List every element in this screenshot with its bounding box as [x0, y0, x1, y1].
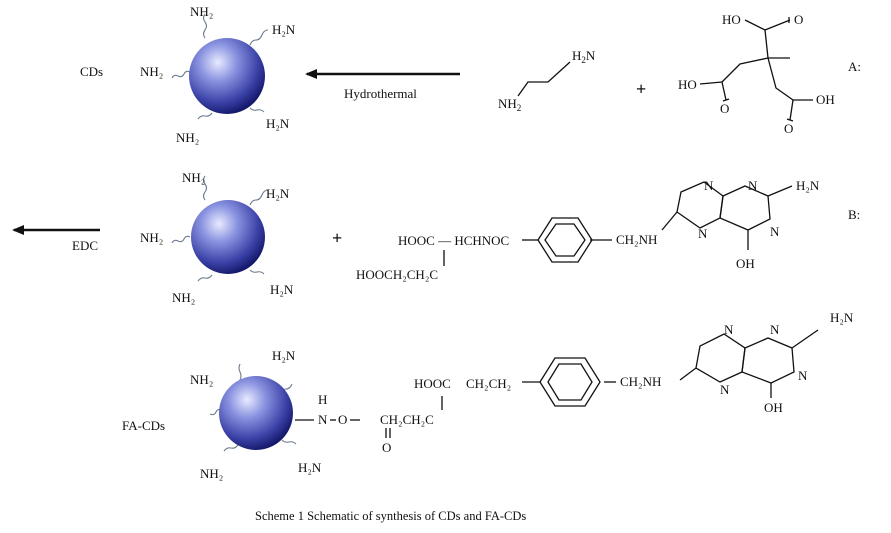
sphere-b-nh2-left: NH₂	[140, 230, 163, 245]
pteridine-c-oh: OH	[764, 400, 783, 415]
row-b-plus: +	[332, 228, 342, 248]
sphere-a-h2n-right: H₂N	[272, 22, 296, 37]
cds-sphere-a: NH₂ H₂N NH₂ NH₂ H₂N	[140, 4, 296, 145]
citric-cooh-right-o: O	[784, 121, 793, 136]
row-a: A: HO O HO O OH O + H2N NH2 Hydrothermal	[80, 4, 861, 145]
pteridine-b-n3: N	[698, 226, 708, 241]
pteridine-b: N N N N H₂N OH	[661, 178, 820, 271]
citric-cooh-top-o: O	[794, 12, 803, 27]
cds-sphere-b-core	[191, 200, 265, 274]
folic-b-link: CH₂NH	[616, 232, 657, 247]
conj-nh: N	[318, 412, 328, 427]
pteridine-c-nh2: H₂N	[830, 310, 854, 325]
cds-sphere-a-core	[189, 38, 265, 114]
fa-cds-label: FA-CDs	[122, 418, 165, 433]
sphere-b-h2n-bottom: H₂N	[270, 282, 294, 297]
conj-chain-top2: CH₂CH₂	[466, 376, 511, 391]
sphere-b-h2n-right: H₂N	[266, 186, 290, 201]
pteridine-c-n4: N	[798, 368, 808, 383]
benzene-c	[539, 357, 601, 407]
citric-acid: HO O HO O OH O	[678, 12, 835, 136]
pteridine-b-n2: N	[748, 178, 758, 193]
pteridine-b-n1: N	[704, 178, 714, 193]
sphere-a-h2n-bottom: H₂N	[266, 116, 290, 131]
sphere-a-nh2-top: NH₂	[190, 4, 213, 19]
citric-cooh-left-o: O	[720, 101, 729, 116]
citric-cooh-right-oh: OH	[816, 92, 835, 107]
folic-b-chain-bottom: HOOCH₂CH₂C	[356, 267, 438, 282]
cds-sphere-b: NH₂ H₂N NH₂ NH₂ H₂N	[140, 170, 294, 305]
conj-ch2ch2c: CH₂CH₂C	[380, 412, 434, 427]
pteridine-b-oh: OH	[736, 256, 755, 271]
conj-co-o: O	[382, 440, 391, 455]
ethylenediamine: H2N NH2	[498, 48, 596, 113]
conj-o: O	[338, 412, 347, 427]
conj-link: CH₂NH	[620, 374, 661, 389]
row-a-label: A:	[848, 59, 861, 74]
sphere-a-nh2-left: NH₂	[140, 64, 163, 79]
fa-cds-sphere-core	[219, 376, 293, 450]
sphere-c-nh2-bottom: NH₂	[200, 466, 223, 481]
conj-chain-top: HOOC	[414, 376, 451, 391]
scheme-caption: Scheme 1 Schematic of synthesis of CDs a…	[255, 509, 526, 523]
sphere-c-h2n-bottom: H₂N	[298, 460, 322, 475]
sphere-b-nh2-bottom: NH₂	[172, 290, 195, 305]
sphere-a-nh2-bottom: NH₂	[176, 130, 199, 145]
citric-cooh-top-ho: HO	[722, 12, 741, 27]
row-c: N N N N H₂N OH CH₂NH HOOC CH₂CH₂ CH₂CH₂C…	[122, 310, 854, 481]
row-a-plus: +	[636, 79, 646, 99]
fa-cds-sphere: H₂N NH₂ NH₂ H₂N	[190, 348, 322, 481]
citric-cooh-left-ho: HO	[678, 77, 697, 92]
conj-h: H	[318, 392, 327, 407]
pteridine-b-nh2: H₂N	[796, 178, 820, 193]
sphere-c-h2n-top: H₂N	[272, 348, 296, 363]
pteridine-c-n1: N	[724, 322, 734, 337]
folic-b-chain-top: HOOC — HCHNOC	[398, 233, 509, 248]
eda-amine-top: H2N	[572, 48, 596, 65]
pteridine-c: N N N N H₂N OH	[679, 310, 854, 415]
hydrothermal-label: Hydrothermal	[344, 86, 417, 101]
row-b: B: N N N N H₂N OH CH₂NH HOOC — HCHNOC HO…	[12, 170, 860, 305]
row-b-label: B:	[848, 207, 860, 222]
benzene-b	[537, 217, 593, 263]
eda-amine-bottom: NH2	[498, 96, 521, 113]
pteridine-c-n3: N	[720, 382, 730, 397]
sphere-c-nh2-left: NH₂	[190, 372, 213, 387]
pteridine-b-n4: N	[770, 224, 780, 239]
edc-label: EDC	[72, 238, 98, 253]
cds-label: CDs	[80, 64, 103, 79]
sphere-b-nh2-top: NH₂	[182, 170, 205, 185]
pteridine-c-n2: N	[770, 322, 780, 337]
